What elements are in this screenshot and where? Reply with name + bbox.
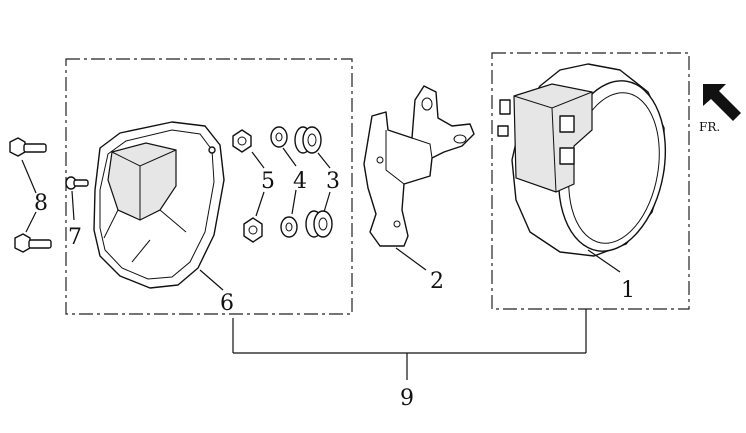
callout-9: 9	[400, 386, 414, 411]
headlight-shroud	[93, 121, 225, 289]
direction-label: FR.	[699, 120, 720, 134]
nut-upper	[232, 129, 252, 153]
washer-upper	[270, 126, 288, 148]
callout-3: 3	[326, 169, 340, 194]
assembly-bracket	[232, 309, 587, 380]
mounting-bracket	[363, 85, 475, 247]
right-group-box	[491, 52, 690, 310]
headlight-unit	[497, 63, 667, 257]
washer-lower	[280, 216, 298, 238]
callout-2: 2	[430, 269, 444, 294]
callout-6: 6	[220, 291, 234, 316]
nut-lower	[243, 217, 263, 243]
callout-7: 7	[68, 225, 82, 250]
left-group-box	[65, 58, 353, 315]
screw-small	[65, 176, 89, 190]
grommet-upper	[294, 126, 322, 154]
bolt-upper	[9, 137, 47, 157]
grommet-lower	[305, 210, 333, 238]
bolt-lower	[14, 233, 52, 253]
callout-8: 8	[34, 191, 48, 216]
arrow-up-left-icon	[703, 84, 741, 121]
callout-1: 1	[621, 278, 635, 303]
callout-5: 5	[261, 169, 275, 194]
callout-4: 4	[293, 169, 307, 194]
